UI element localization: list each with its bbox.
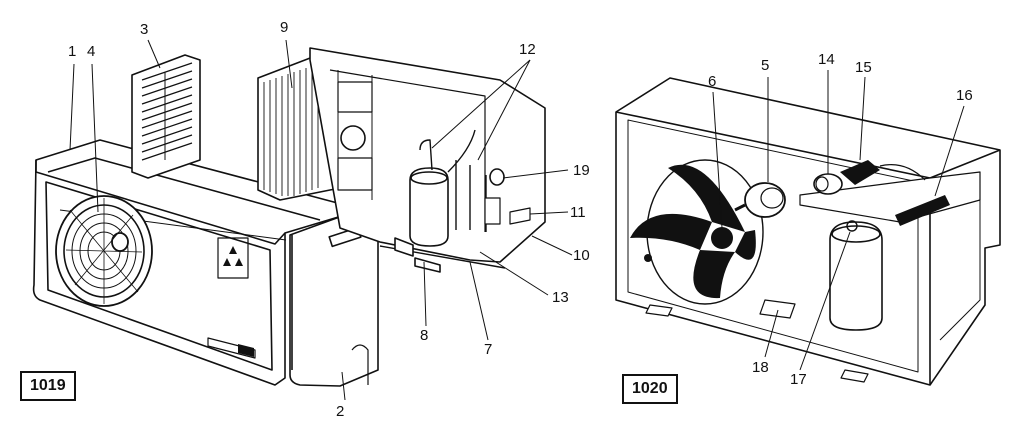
leader-lines: [69, 39, 965, 401]
callout-17: 17: [790, 371, 807, 388]
side-panel-part: [289, 214, 379, 387]
callout-13: 13: [552, 289, 569, 306]
figure-label-1020: 1020: [622, 374, 678, 404]
model-badge: [207, 337, 256, 359]
rear-grille-part: [131, 54, 201, 179]
accumulator-part: [829, 220, 883, 331]
compressor-assembly-part: [409, 129, 531, 247]
callout-19: 19: [573, 162, 590, 179]
callout-9: 9: [280, 19, 289, 36]
callout-16: 16: [956, 87, 973, 104]
callout-1: 1: [68, 43, 77, 60]
control-board-part: [799, 160, 981, 226]
callout-6: 6: [708, 73, 717, 90]
callout-8: 8: [420, 327, 429, 344]
figure-label-1019: 1019: [20, 371, 76, 401]
callout-12: 12: [519, 41, 536, 58]
callout-3: 3: [140, 21, 149, 38]
callout-4: 4: [87, 43, 96, 60]
callout-10: 10: [573, 247, 590, 264]
callout-18: 18: [752, 359, 769, 376]
callout-2: 2: [336, 403, 345, 420]
callout-5: 5: [761, 57, 770, 74]
fan-blade-part: [630, 164, 756, 299]
fan-motor-part: [734, 182, 786, 218]
callout-14: 14: [818, 51, 835, 68]
fan-grille-part: [55, 195, 153, 307]
callout-15: 15: [855, 59, 872, 76]
callout-11: 11: [570, 204, 586, 221]
brand-logo-plate: [217, 237, 249, 279]
callout-7: 7: [484, 341, 493, 358]
mounting-bracket-part: [645, 299, 869, 383]
